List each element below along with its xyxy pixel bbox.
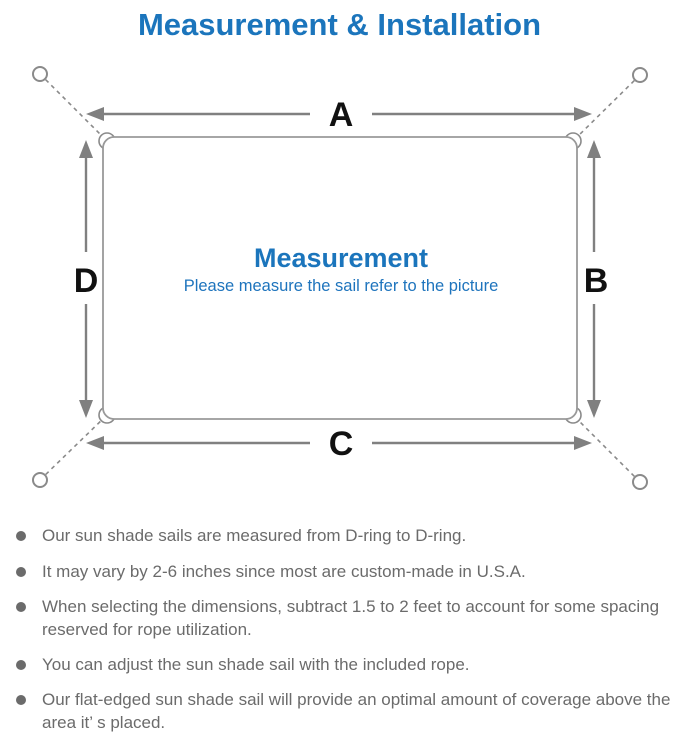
measurement-diagram: A C D B Measurement Please measure the s… <box>32 66 648 491</box>
note-item: When selecting the dimensions, subtract … <box>14 596 671 641</box>
notes-list: Our sun shade sails are measured from D-… <box>0 525 679 734</box>
arrowhead-down-icon <box>587 400 601 419</box>
note-item: It may vary by 2-6 inches since most are… <box>14 561 671 583</box>
anchor-point-bottom-right <box>632 474 648 491</box>
bullet-dot-icon <box>16 566 26 577</box>
bullet-dot-icon <box>16 531 26 542</box>
note-text: When selecting the dimensions, subtract … <box>42 597 660 639</box>
tether-line-bottom-right <box>572 414 641 483</box>
bullet-dot-icon <box>16 695 26 706</box>
diagram-center-subtitle: Please measure the sail refer to the pic… <box>184 277 499 295</box>
anchor-points <box>32 66 648 491</box>
dimension-arrow-a: A <box>86 96 592 134</box>
tether-line-top-right <box>572 74 641 142</box>
dimension-arrow-d: D <box>74 140 99 419</box>
note-text: You can adjust the sun shade sail with t… <box>42 655 470 675</box>
arrowhead-left-icon <box>86 436 104 451</box>
bullet-dot-icon <box>16 660 26 671</box>
arrowhead-right-icon <box>574 107 592 122</box>
dimension-label-a: A <box>329 96 354 134</box>
bullet-dot-icon <box>16 602 26 613</box>
dimension-arrow-c: C <box>86 425 592 463</box>
note-item: Our sun shade sails are measured from D-… <box>14 525 671 547</box>
sail-outline <box>102 136 578 421</box>
note-item: You can adjust the sun shade sail with t… <box>14 654 671 676</box>
arrowhead-right-icon <box>574 436 592 451</box>
arrowhead-up-icon <box>79 140 93 159</box>
dimension-arrow-b: B <box>584 140 609 419</box>
arrowhead-down-icon <box>79 400 93 419</box>
diagram-center-title: Measurement <box>254 243 428 273</box>
anchor-point-bottom-left <box>32 472 48 489</box>
dimension-label-b: B <box>584 262 609 300</box>
tether-line-bottom-left <box>39 414 108 481</box>
note-text: Our flat-edged sun shade sail will provi… <box>42 690 671 732</box>
note-item: Our flat-edged sun shade sail will provi… <box>14 689 671 734</box>
dimension-label-d: D <box>74 262 99 300</box>
anchor-point-top-left <box>32 66 48 83</box>
arrowhead-left-icon <box>86 107 104 122</box>
tether-line-top-left <box>39 73 108 142</box>
note-text: It may vary by 2-6 inches since most are… <box>42 561 526 581</box>
dimension-label-c: C <box>329 425 354 463</box>
page-title: Measurement & Installation <box>137 7 542 42</box>
note-text: Our sun shade sails are measured from D-… <box>42 526 467 546</box>
anchor-point-top-right <box>632 67 648 84</box>
arrowhead-up-icon <box>587 140 601 159</box>
